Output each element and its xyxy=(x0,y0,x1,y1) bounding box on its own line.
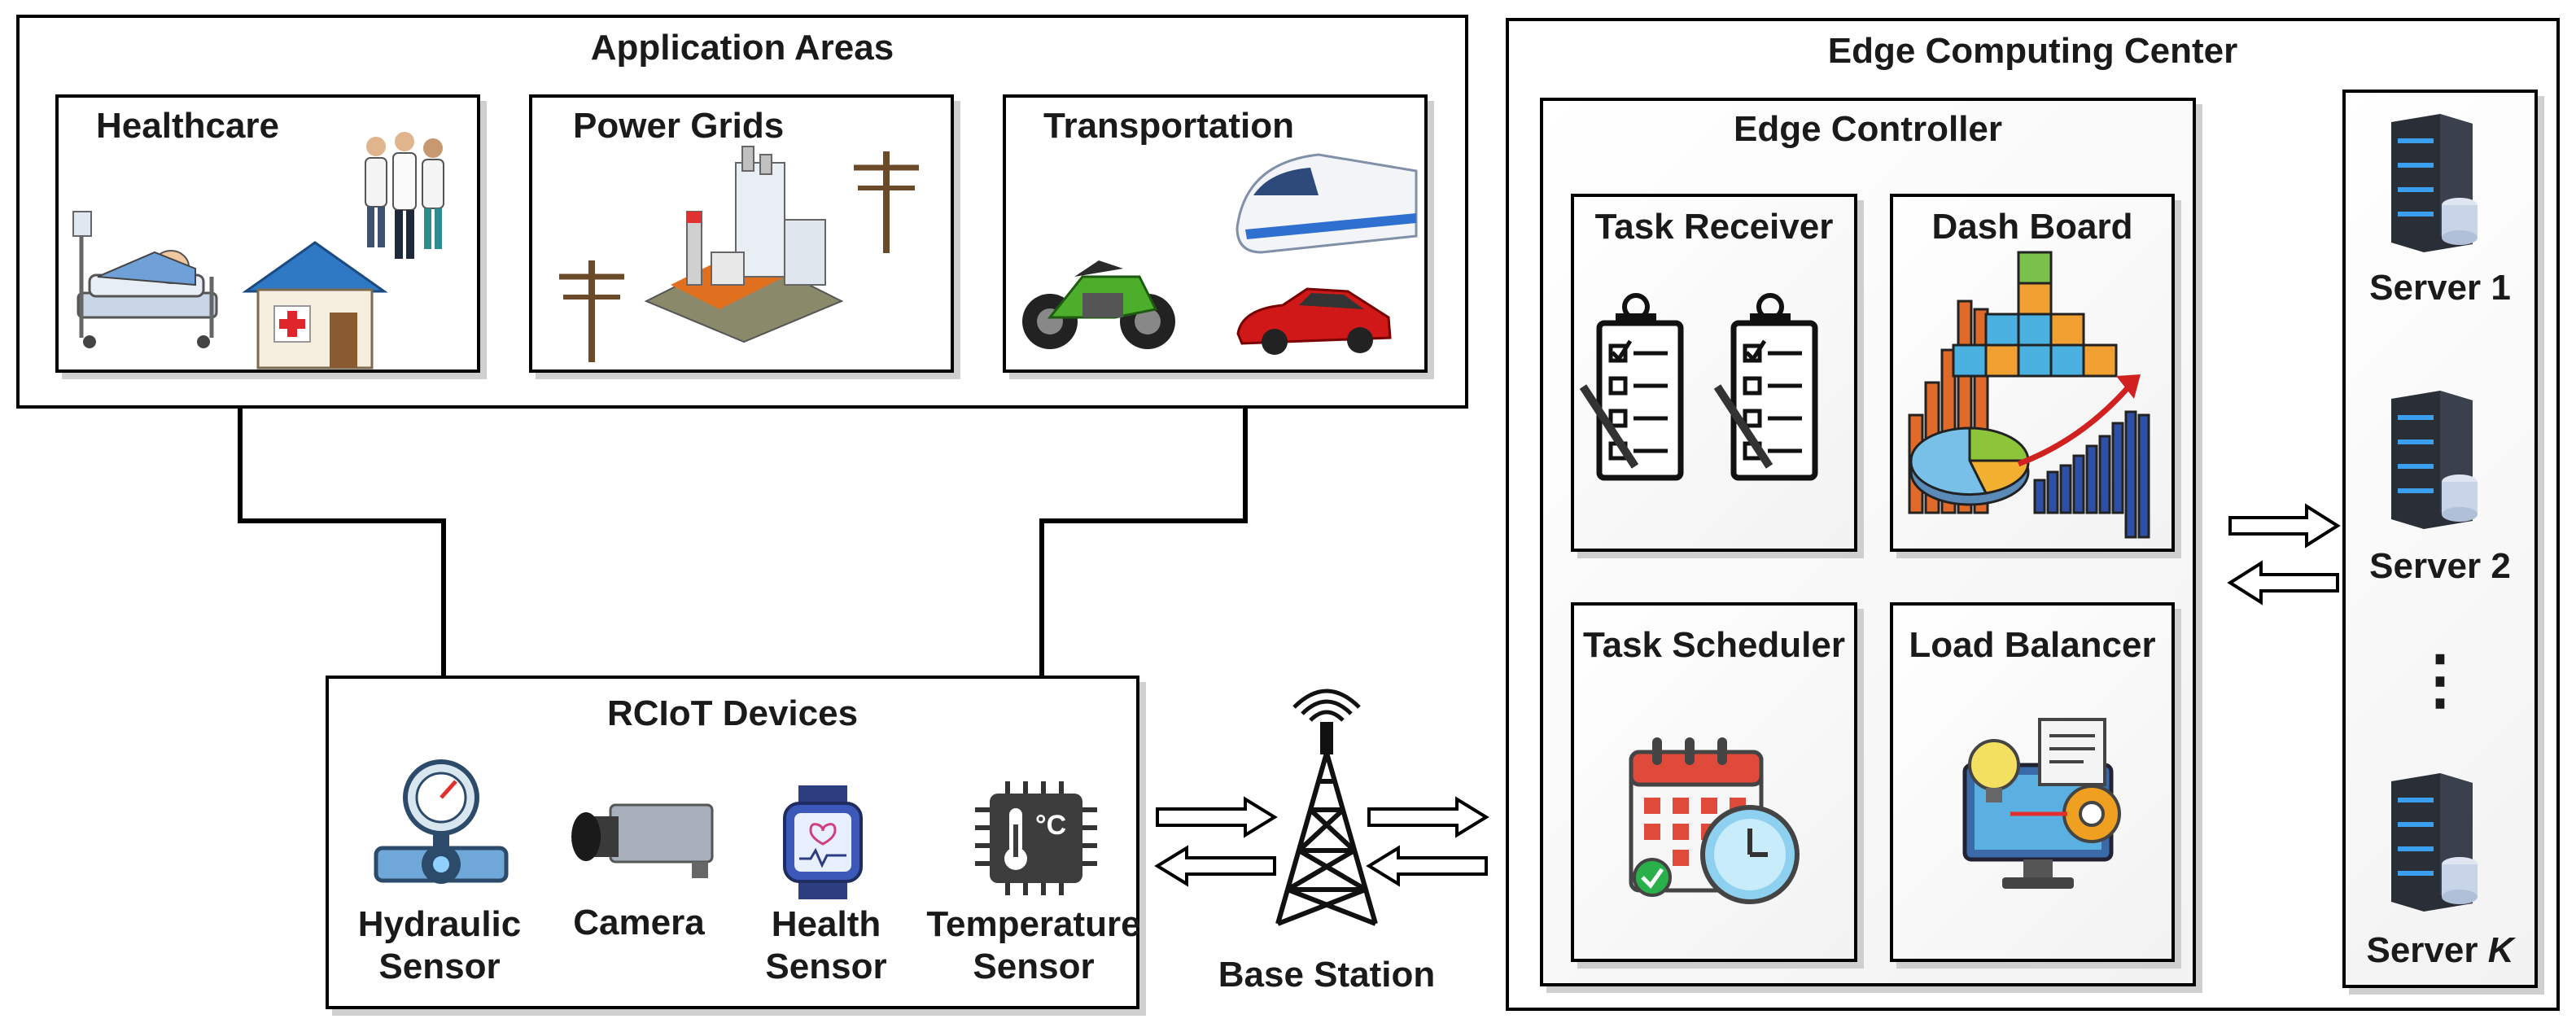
server-icon xyxy=(2391,391,2478,529)
power-pole-icon xyxy=(854,151,919,253)
server-icon xyxy=(2391,114,2478,252)
task-receiver-label: Task Receiver xyxy=(1594,207,1834,247)
monitor-gear-icon xyxy=(1962,718,2121,889)
power-pole-icon xyxy=(559,260,624,362)
rciot-devices-title: RCIoT Devices xyxy=(606,693,859,733)
dash-board-label: Dash Board xyxy=(1931,207,2133,247)
doctors-icon xyxy=(365,132,444,259)
double-arrow-controller-servers xyxy=(2227,503,2341,606)
temperature-chip-icon: °C xyxy=(975,781,1097,895)
server-icon xyxy=(2391,773,2478,912)
transportation-box: Transportation xyxy=(1003,94,1428,373)
car-icon xyxy=(1236,287,1392,355)
healthcare-box: Healthcare xyxy=(55,94,480,373)
hydraulic-sensor-label: Hydraulic Sensor xyxy=(357,904,522,986)
clipboard-icon xyxy=(1579,293,1684,481)
temperature-sensor-label: Temperature Sensor xyxy=(926,904,1141,986)
clinic-icon xyxy=(242,241,388,370)
load-balancer-label: Load Balancer xyxy=(1909,625,2156,665)
camera-label: Camera xyxy=(573,903,705,942)
healthcare-label: Healthcare xyxy=(96,106,280,146)
charts-icon xyxy=(1908,251,2150,539)
temp-symbol: °C xyxy=(1035,810,1066,841)
calendar-clock-icon xyxy=(1629,737,1800,904)
edge-controller-title: Edge Controller xyxy=(1733,109,2003,149)
health-sensor-label: Health Sensor xyxy=(765,904,887,986)
application-areas-title: Application Areas xyxy=(590,28,894,68)
power-grids-box: Power Grids xyxy=(529,94,954,373)
clipboard-icon xyxy=(1713,293,1818,481)
smartwatch-icon xyxy=(783,785,863,899)
base-station-label: Base Station xyxy=(1218,955,1436,995)
train-icon xyxy=(1236,153,1418,254)
server-2-label: Server 2 xyxy=(2369,546,2511,586)
servers-ellipsis: ⋮ xyxy=(2408,643,2473,715)
power-plant-icon xyxy=(644,146,844,343)
motorcycle-icon xyxy=(1022,260,1175,349)
camera-icon xyxy=(571,803,714,878)
power-grids-label: Power Grids xyxy=(573,106,785,146)
task-scheduler-label: Task Scheduler xyxy=(1583,625,1845,665)
double-arrow-devices-station xyxy=(1154,796,1278,887)
antenna-tower-icon xyxy=(1275,689,1378,926)
server-1-label: Server 1 xyxy=(2369,268,2511,308)
hospital-bed-icon xyxy=(72,211,218,348)
edge-computing-center-title: Edge Computing Center xyxy=(1827,31,2238,71)
server-k-label: Server K xyxy=(2366,930,2514,970)
double-arrow-station-edge xyxy=(1366,796,1489,887)
transportation-label: Transportation xyxy=(1043,106,1295,146)
pressure-gauge-icon xyxy=(374,759,509,884)
